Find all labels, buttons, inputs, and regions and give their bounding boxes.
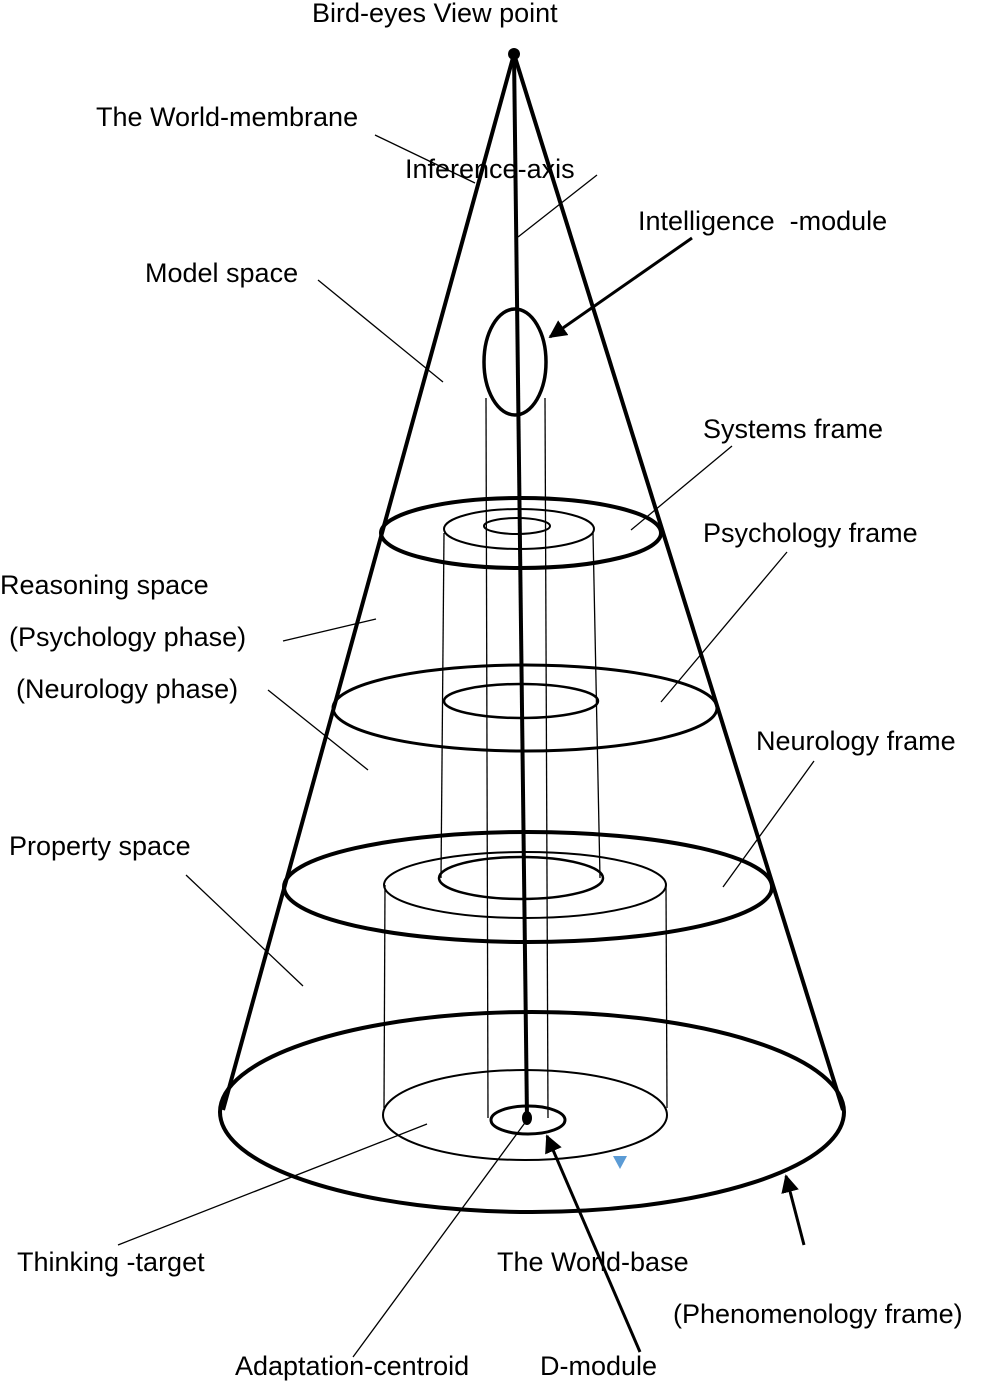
viewpoint-dot bbox=[508, 48, 520, 60]
leader-systems-frame bbox=[630, 445, 733, 531]
d-module-label: D-module bbox=[540, 1351, 657, 1381]
systems-frame-inner-ellipse bbox=[483, 517, 551, 535]
intelligence-module-ellipse bbox=[482, 307, 548, 417]
cylinder-line bbox=[440, 532, 445, 879]
leader-world-membrane bbox=[374, 134, 476, 184]
psychology-frame-label: Psychology frame bbox=[703, 518, 918, 548]
cone-left-edge bbox=[221, 53, 516, 1111]
leader-neurology-phase bbox=[267, 689, 369, 771]
neurology-phase-label: (Neurology phase) bbox=[16, 674, 238, 704]
leader-property-space bbox=[185, 874, 304, 987]
triangle-marker-icon bbox=[613, 1156, 627, 1169]
systems-frame-label: Systems frame bbox=[703, 414, 883, 444]
title-label: Bird-eyes View point bbox=[312, 0, 558, 28]
reasoning-space-label: Reasoning space bbox=[0, 570, 209, 600]
leader-model-space bbox=[317, 279, 444, 383]
psychology-phase-label: (Psychology phase) bbox=[9, 622, 246, 652]
arrow-d-module bbox=[545, 1134, 642, 1353]
cone-right-edge bbox=[512, 53, 845, 1111]
leader-neurology-frame bbox=[722, 760, 815, 888]
thinking-target-label: Thinking -target bbox=[17, 1247, 205, 1277]
arrow-phenomenology-frame bbox=[781, 1174, 806, 1246]
inference-axis-label: Inference-axis bbox=[405, 154, 575, 184]
model-space-label: Model space bbox=[145, 258, 298, 288]
world-base-label: The World-base bbox=[497, 1247, 689, 1277]
inference-axis-line bbox=[512, 53, 529, 1119]
leader-psychology-frame bbox=[660, 551, 788, 703]
neurology-frame-label: Neurology frame bbox=[756, 726, 956, 756]
neurology-frame-ellipse bbox=[282, 830, 774, 944]
psychology-frame-ellipse bbox=[331, 663, 719, 753]
property-space-label: Property space bbox=[9, 831, 191, 861]
cylinder-line bbox=[665, 884, 668, 1109]
cylinder-line bbox=[544, 397, 549, 1119]
leader-adaptation-centroid bbox=[352, 1119, 528, 1358]
world-base-ellipse bbox=[218, 1010, 846, 1214]
world-membrane-label: The World-membrane bbox=[96, 102, 358, 132]
arrow-intelligence-module bbox=[548, 236, 693, 339]
adaptation-centroid-label: Adaptation-centroid bbox=[235, 1351, 469, 1381]
leader-reasoning-space bbox=[282, 618, 377, 642]
leader-inference-axis bbox=[517, 174, 598, 238]
leader-thinking-target bbox=[117, 1123, 428, 1246]
phenomenology-frame-label: (Phenomenology frame) bbox=[673, 1299, 963, 1329]
cylinder-line bbox=[383, 884, 386, 1109]
intelligence-module-label: Intelligence -module bbox=[638, 206, 887, 236]
cylinder-line bbox=[485, 397, 489, 1119]
neurology-frame-inner-ellipse bbox=[437, 855, 605, 901]
adaptation-centroid-dot bbox=[522, 1111, 532, 1125]
